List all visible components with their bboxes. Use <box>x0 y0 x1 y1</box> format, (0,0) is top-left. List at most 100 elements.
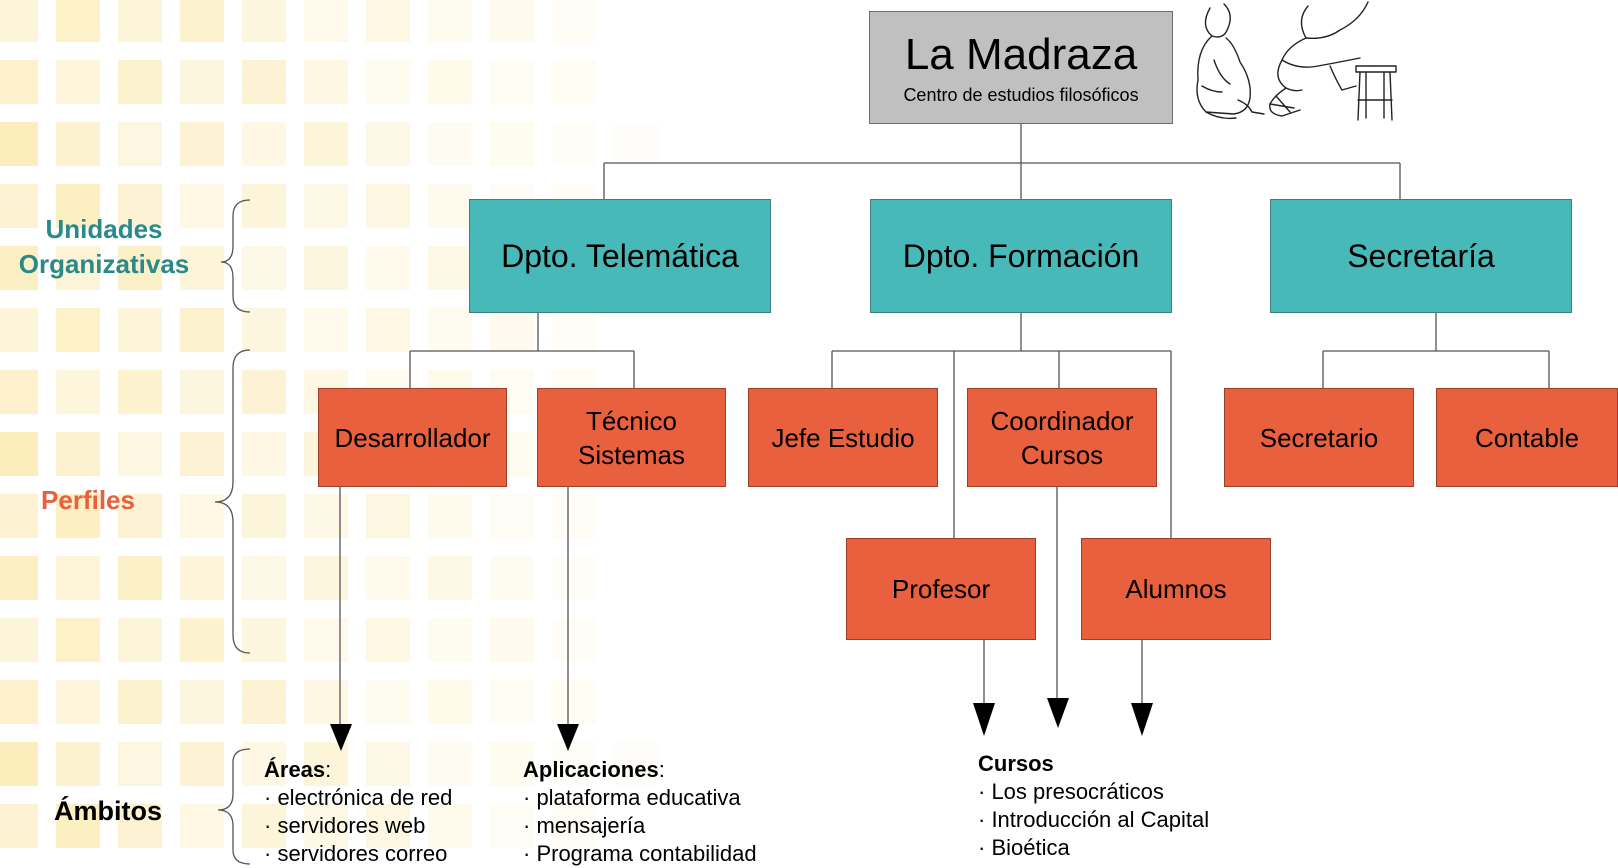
scope-areas-heading: Áreas <box>264 757 326 782</box>
background-tile <box>242 494 286 538</box>
scope-areas-item: · servidores web <box>264 813 426 838</box>
background-tile <box>242 0 286 42</box>
background-tile <box>0 246 38 290</box>
background-tile <box>428 618 472 662</box>
background-tile <box>304 60 348 104</box>
profile-desarrollador: Desarrollador <box>318 388 507 487</box>
background-tile <box>242 60 286 104</box>
background-tile <box>180 432 224 476</box>
arrowhead-areas <box>330 724 352 751</box>
background-tile <box>552 0 596 42</box>
background-tile <box>0 742 38 786</box>
background-tile <box>56 308 100 352</box>
profile-tecnico-line1: Técnico <box>585 405 678 436</box>
background-tile <box>56 184 100 228</box>
background-tile <box>428 60 472 104</box>
background-tile <box>118 0 162 42</box>
background-tile <box>428 246 472 290</box>
background-tile <box>304 556 348 600</box>
background-tile <box>490 0 534 42</box>
scope-areas-heading-row: Áreas: <box>264 756 452 784</box>
background-tile <box>304 0 348 42</box>
background-tile <box>56 494 100 538</box>
background-tile <box>242 246 286 290</box>
background-tile <box>428 494 472 538</box>
background-tile <box>180 370 224 414</box>
label-unidades-line2: Organizativas <box>18 249 190 279</box>
arrowhead-coordinador <box>1047 698 1069 728</box>
background-tile <box>242 432 286 476</box>
scope-cursos: Cursos · Los presocráticos · Introducció… <box>978 750 1209 862</box>
background-tile <box>366 556 410 600</box>
scope-areas-item: · electrónica de red <box>264 785 453 810</box>
background-tile <box>428 804 472 848</box>
background-tile <box>552 122 596 166</box>
background-tile <box>552 556 596 600</box>
background-tile <box>304 618 348 662</box>
root-node: La Madraza Centro de estudios filosófico… <box>869 11 1173 124</box>
background-tile <box>56 60 100 104</box>
background-tile <box>242 556 286 600</box>
arrowhead-alumnos <box>1131 703 1153 736</box>
background-tile <box>614 742 658 786</box>
background-tile <box>304 122 348 166</box>
background-tile <box>56 432 100 476</box>
background-tile <box>304 246 348 290</box>
background-tile <box>366 680 410 724</box>
background-tile <box>304 680 348 724</box>
background-tile <box>180 246 224 290</box>
background-tile <box>242 680 286 724</box>
root-subtitle: Centro de estudios filosóficos <box>903 84 1139 105</box>
department-telematica: Dpto. Telemática <box>469 199 771 313</box>
department-secretaria: Secretaría <box>1270 199 1572 313</box>
background-tile <box>180 556 224 600</box>
scope-aplicaciones-item: · plataforma educativa <box>523 785 741 810</box>
background-tile <box>180 618 224 662</box>
background-tile <box>0 804 38 848</box>
profile-coordinador-cursos: Coordinador Cursos <box>967 388 1157 487</box>
background-tile <box>428 308 472 352</box>
connector-root-departments <box>603 124 1401 199</box>
background-tile <box>0 618 38 662</box>
arrowhead-profesor <box>973 703 995 736</box>
background-tile <box>118 246 162 290</box>
connector-formacion-profiles <box>831 313 1172 538</box>
scope-cursos-item: · Bioética <box>978 835 1070 860</box>
background-tile <box>428 184 472 228</box>
background-tile <box>366 804 410 848</box>
background-tile <box>490 618 534 662</box>
background-tile <box>180 308 224 352</box>
background-tile <box>366 308 410 352</box>
background-tile <box>242 370 286 414</box>
background-tile <box>366 60 410 104</box>
scope-cursos-heading: Cursos <box>978 751 1054 776</box>
background-tile <box>118 680 162 724</box>
profile-profesor: Profesor <box>846 538 1036 640</box>
background-tile <box>366 0 410 42</box>
label-perfiles: Perfiles <box>41 485 135 515</box>
background-tile <box>242 618 286 662</box>
label-unidades-line1: Unidades <box>45 214 163 244</box>
background-tile <box>0 494 38 538</box>
background-tile <box>118 742 162 786</box>
background-tile <box>304 804 348 848</box>
background-tile <box>304 308 348 352</box>
background-tile <box>552 680 596 724</box>
background-tile <box>552 494 596 538</box>
background-tile <box>428 122 472 166</box>
profile-coordinador-line2: Cursos <box>1020 439 1104 470</box>
background-tile <box>366 742 410 786</box>
label-ambitos: Ámbitos <box>54 796 162 826</box>
background-tile <box>490 60 534 104</box>
background-tile <box>180 742 224 786</box>
background-tile <box>118 60 162 104</box>
background-tile <box>0 122 38 166</box>
background-tile <box>428 742 472 786</box>
background-tile <box>490 308 534 352</box>
scope-areas: Áreas: · electrónica de red · servidores… <box>264 756 452 868</box>
background-tile <box>490 494 534 538</box>
background-tile <box>428 680 472 724</box>
background-tile <box>0 680 38 724</box>
background-tile <box>0 370 38 414</box>
